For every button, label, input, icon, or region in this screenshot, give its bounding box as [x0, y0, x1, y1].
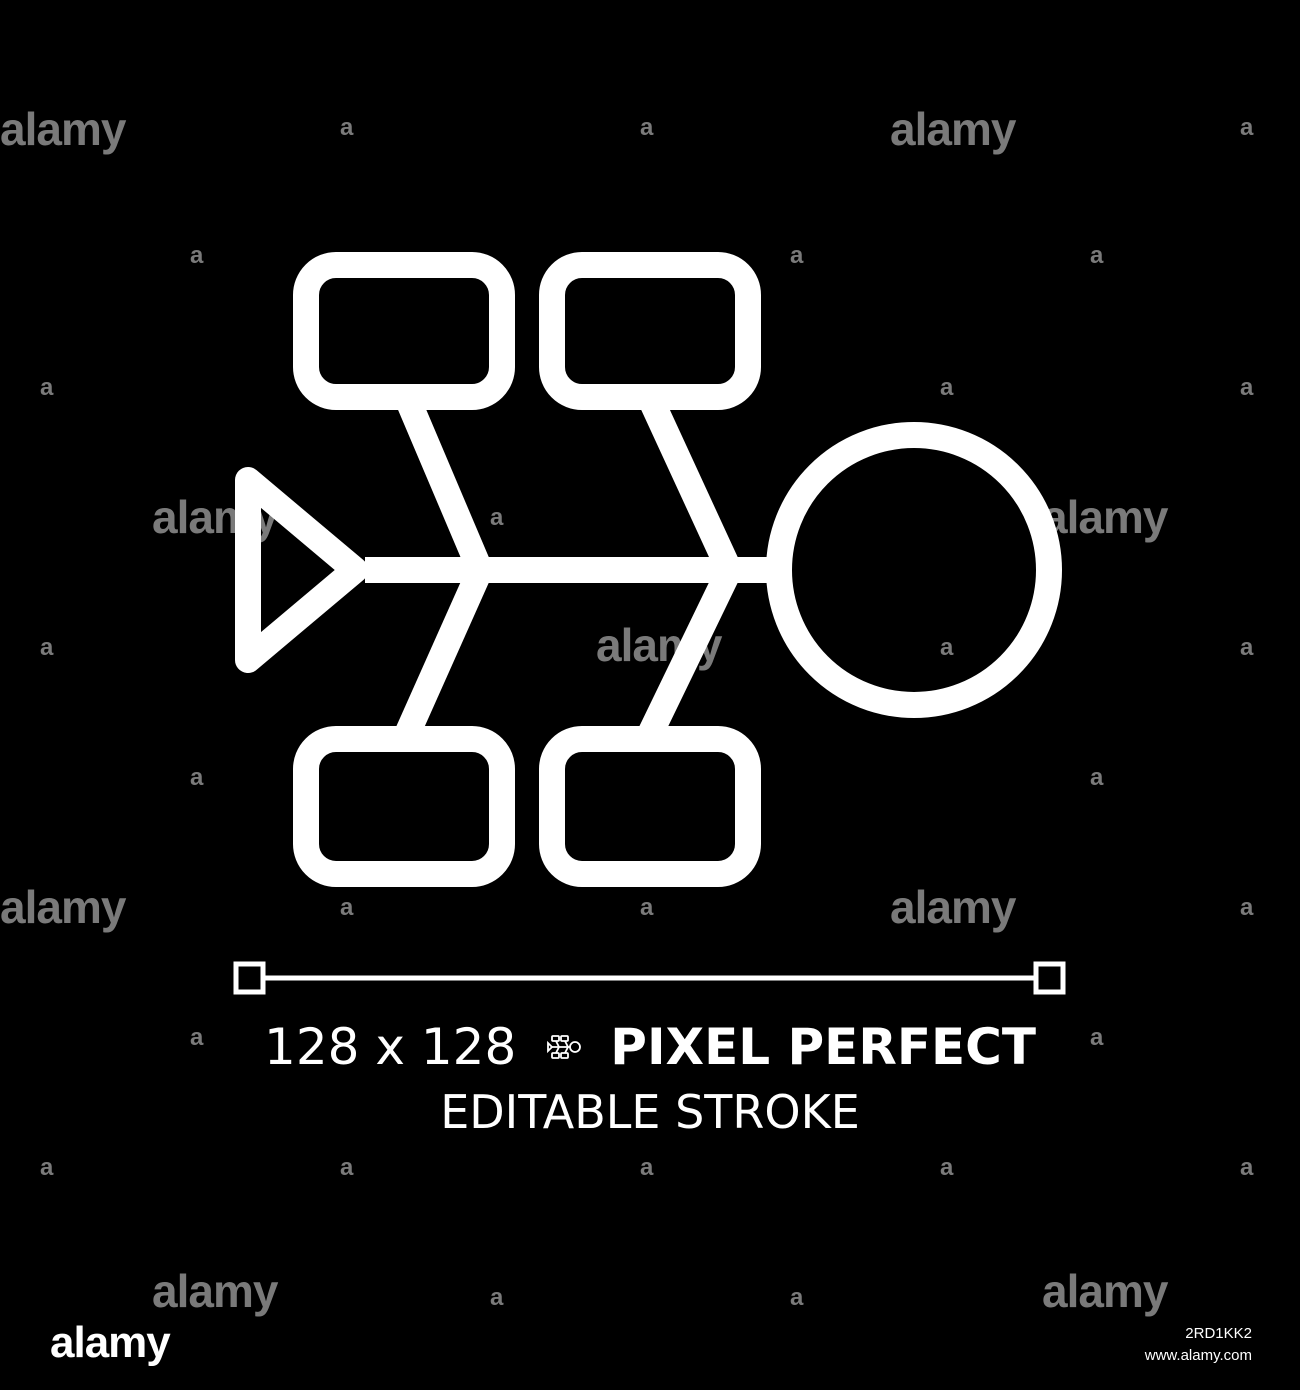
top-right-box — [539, 252, 761, 410]
bottom-left-box — [293, 726, 515, 887]
watermark-letter: a — [940, 1154, 954, 1181]
bone-bottom-right — [639, 569, 739, 738]
watermark-letter: a — [790, 1284, 804, 1311]
watermark-word: alamy — [1042, 1265, 1168, 1317]
watermark-letter: a — [40, 1154, 54, 1181]
top-left-box — [293, 252, 515, 410]
watermark-letter: a — [1240, 1154, 1254, 1181]
pixel-perfect-label: PIXEL PERFECT — [610, 1018, 1036, 1076]
caption-line-1: 128 x 128 PIXEL PERFECT — [0, 1018, 1300, 1076]
site-url: www.alamy.com — [1144, 1346, 1252, 1364]
bottom-right-box — [539, 726, 761, 887]
ruler-right-handle — [1033, 961, 1066, 995]
watermark-letter: a — [340, 1154, 354, 1181]
bone-bottom-left — [396, 569, 490, 738]
footer-meta: 2RD1KK2 www.alamy.com — [1145, 1323, 1252, 1367]
watermark-letter: a — [640, 1154, 654, 1181]
fishbone-diagram-icon — [233, 252, 1066, 995]
tail-triangle — [235, 467, 368, 673]
bone-top-left — [396, 394, 490, 571]
editable-stroke-label: EDITABLE STROKE — [440, 1085, 860, 1139]
size-ruler — [233, 961, 1066, 995]
footer-logo: alamy — [50, 1318, 171, 1367]
image-id: 2RD1KK2 — [1185, 1325, 1252, 1342]
ruler-left-handle — [233, 961, 266, 995]
head-circle — [766, 422, 1062, 718]
fishbone-diagram-mini-icon — [547, 1035, 582, 1059]
watermark-letter: a — [490, 1284, 504, 1311]
watermark-word: alamy — [152, 1265, 278, 1317]
bone-top-right — [639, 394, 739, 571]
icon-size-label: 128 x 128 — [264, 1018, 517, 1076]
